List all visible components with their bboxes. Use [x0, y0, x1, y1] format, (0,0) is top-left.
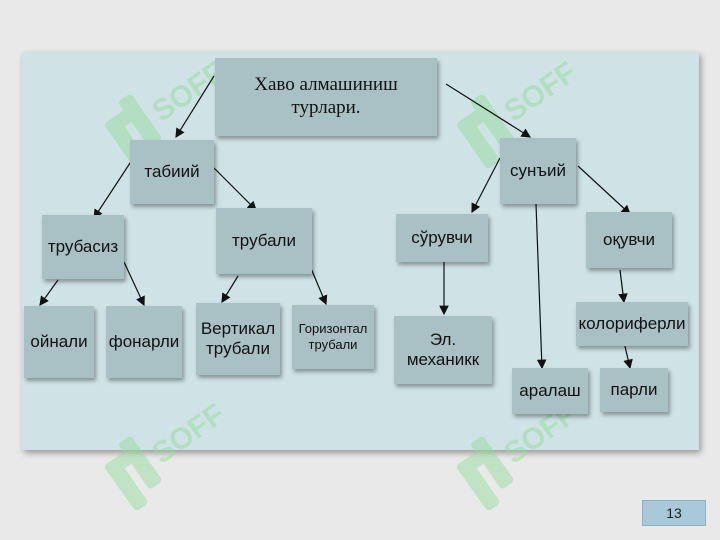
node-mixed: аралаш [512, 368, 588, 414]
arrow-artificial-mixed [535, 203, 547, 370]
node-horizontal: Горизонтал трубали [292, 305, 374, 369]
node-window: ойнали [24, 306, 94, 378]
arrow-pipeless-window [39, 279, 59, 306]
arrow-pipeless-lantern [123, 261, 145, 307]
node-mechanical: Эл. механикк [394, 316, 492, 384]
node-root: Хаво алмашиниш турлари. [215, 58, 437, 136]
arrow-supply-calorifer [618, 269, 628, 304]
arrow-natural-piped [213, 167, 257, 211]
node-steam: парли [600, 368, 668, 412]
arrow-root-artificial [445, 83, 532, 138]
arrow-artificial-supply [577, 165, 631, 215]
arrow-artificial-exhaust [471, 157, 501, 214]
node-exhaust: сўрувчи [396, 214, 488, 262]
arrow-piped-vertical [221, 275, 239, 304]
node-calorifer: колориферли [576, 302, 688, 346]
arrow-piped-horizontal [309, 265, 328, 306]
arrow-root-natural [175, 75, 215, 139]
node-artificial: сунъий [500, 138, 576, 204]
arrow-natural-pipeless [93, 159, 133, 220]
node-natural: табиий [130, 140, 214, 204]
node-pipeless: трубасиз [42, 215, 124, 279]
node-piped: трубали [216, 208, 312, 274]
arrow-calorifer-steam [623, 341, 633, 370]
page-number: 13 [642, 500, 706, 526]
node-supply: оқувчи [586, 212, 672, 268]
node-vertical: Вертикал трубали [196, 303, 280, 375]
node-lantern: фонарли [106, 306, 182, 378]
